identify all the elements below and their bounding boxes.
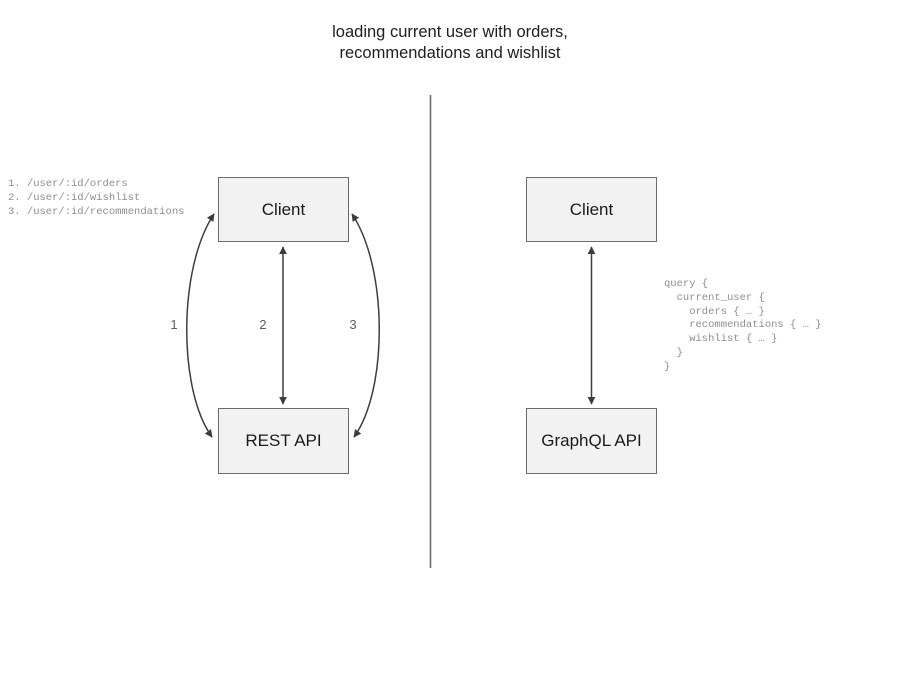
page-title: loading current user with orders, recomm… [332,23,568,62]
node-client-rest-label: Client [261,199,306,219]
node-graphql-api[interactable]: GraphQL API [526,408,657,474]
node-client-graphql[interactable]: Client [526,177,657,242]
node-rest-api[interactable]: REST API [218,408,349,474]
rest-endpoints-annotation: 1. /user/:id/orders 2. /user/:id/wishlis… [8,178,185,218]
graphql-query-annotation: query { current_user { orders { … } reco… [664,278,822,373]
node-rest-api-label: REST API [245,431,322,450]
edge-label-2: 2 [259,317,267,332]
edge-label-3: 3 [349,317,357,332]
node-client-graphql-label: Client [569,199,614,219]
edge-label-1: 1 [170,317,178,332]
edge-orders-curve [186,213,215,438]
node-graphql-api-label: GraphQL API [541,431,642,450]
node-client-rest[interactable]: Client [218,177,349,242]
